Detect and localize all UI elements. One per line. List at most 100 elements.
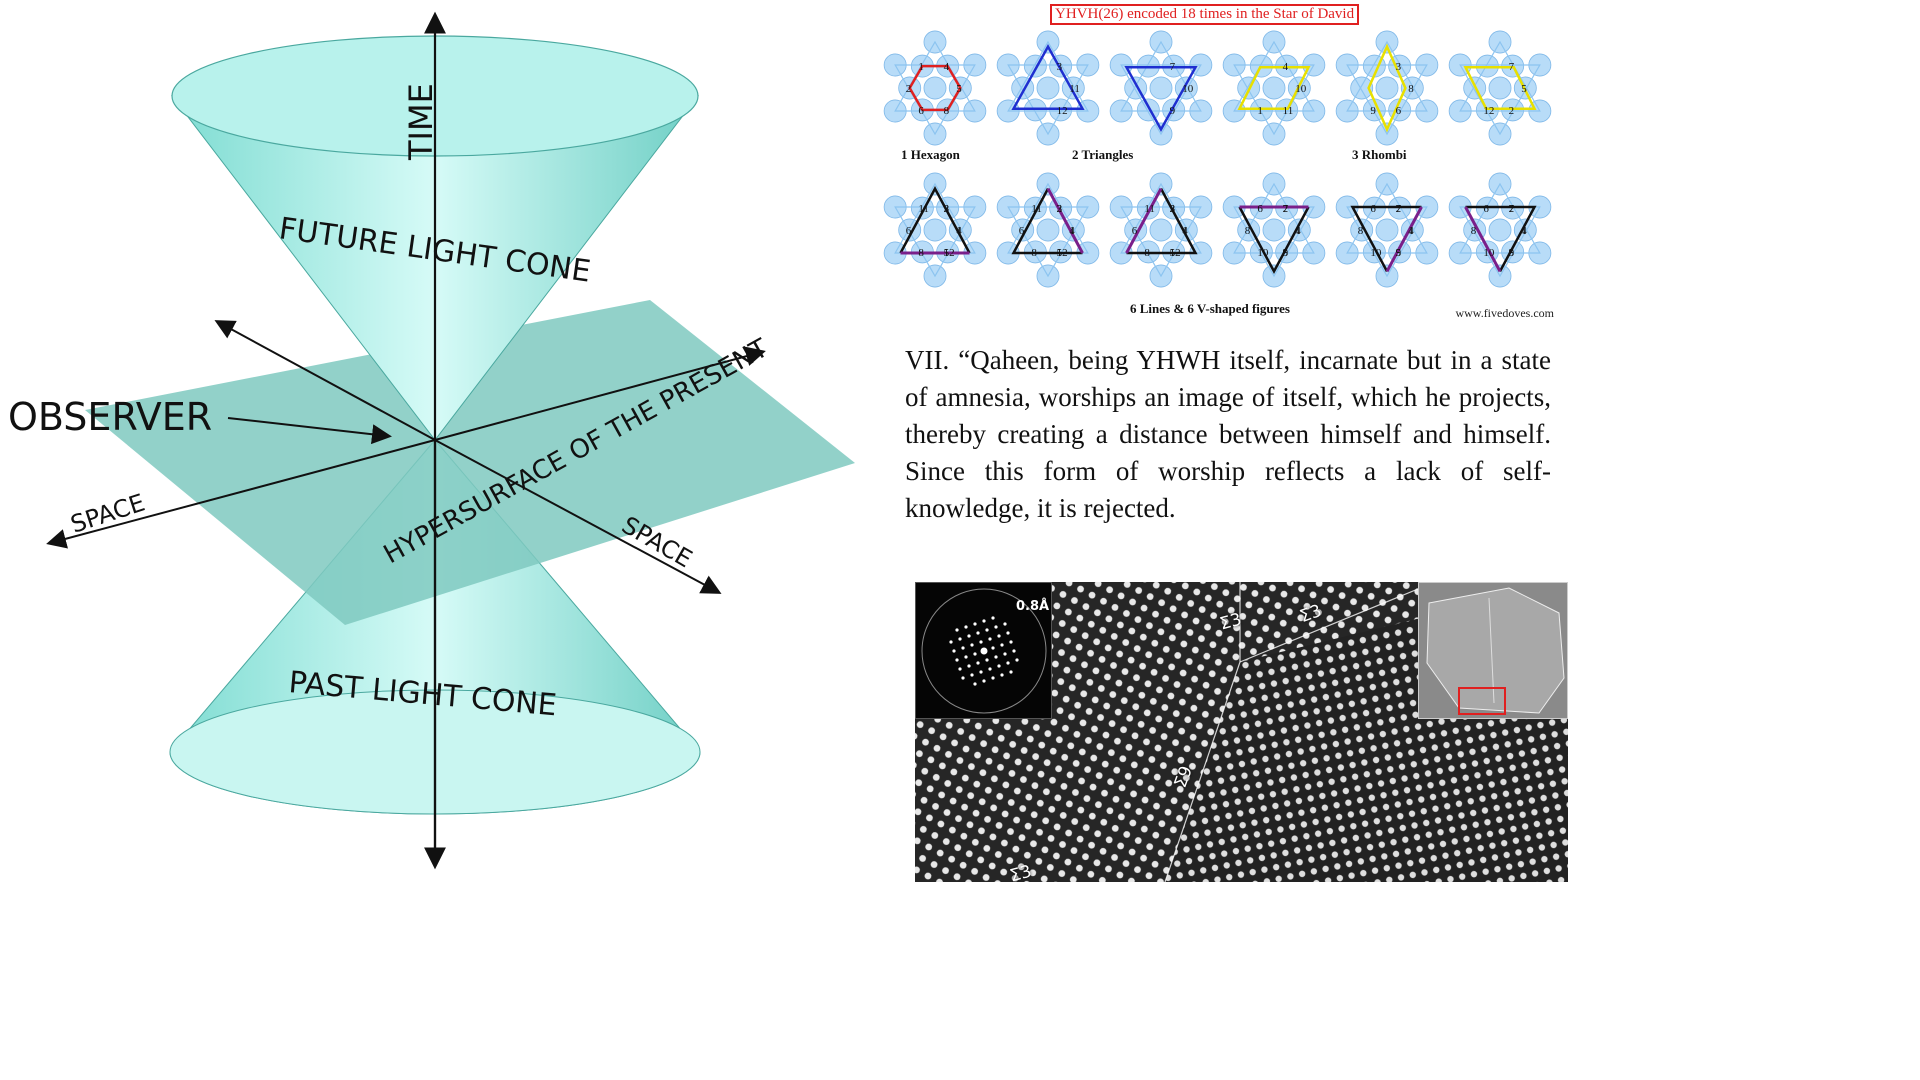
figure-number: 8 <box>1408 83 1414 95</box>
figure-number: 1 <box>1257 105 1263 117</box>
figure-number: 4 <box>1295 225 1301 237</box>
figure-number: 4 <box>1182 225 1188 237</box>
figure-number: 4 <box>944 61 950 73</box>
figure-number: 10 <box>1257 247 1269 259</box>
figure-number: 3 <box>1057 203 1063 215</box>
row1-figure-1: 458 621 <box>883 30 987 146</box>
figure-number: 9 <box>1170 105 1176 117</box>
figure-number: 10 <box>1483 247 1495 259</box>
figure-number: 9 <box>1283 247 1289 259</box>
figure-number: 5 <box>1283 247 1289 259</box>
figure-number: 1 <box>1182 225 1188 237</box>
figure-number: 12 <box>1057 105 1068 117</box>
figure-number: 10 <box>1182 83 1194 95</box>
figure-number: 3 <box>1396 61 1402 73</box>
figure-number: 1 <box>1521 225 1527 237</box>
observer-label: OBSERVER <box>8 395 212 439</box>
figure-number: 9 <box>1509 247 1515 259</box>
figure-number: 2 <box>1396 203 1402 215</box>
figure-number: 12 <box>944 247 955 259</box>
row1-figure-3: 7 10 9 <box>1109 30 1213 146</box>
figure-number: 8 <box>1245 225 1251 237</box>
figure-number: 2 <box>906 83 912 95</box>
figure-number: 12 <box>1483 105 1494 117</box>
figure-number: 8 <box>1358 225 1364 237</box>
figure-number: 8 <box>1471 225 1477 237</box>
figure-number: 5 <box>1057 247 1063 259</box>
figure-number: 7 <box>1170 61 1176 73</box>
figure-number: 11 <box>1283 105 1294 117</box>
credit-text: www.fivedoves.com <box>1455 306 1554 320</box>
figure-number: 2 <box>1170 203 1176 215</box>
figure-number: 7 <box>1509 61 1515 73</box>
figure-number: 3 <box>1170 203 1176 215</box>
overview-inset <box>1418 582 1568 719</box>
fft-label: 0.8Å <box>1016 599 1050 614</box>
figure-number: 4 <box>1069 225 1075 237</box>
figure-number: 7 <box>1509 203 1515 215</box>
figure-number: 9 <box>1370 105 1376 117</box>
figure-number: 8 <box>1144 247 1150 259</box>
time-label: TIME <box>402 83 440 161</box>
caption-triangles: 2 Triangles <box>1072 147 1134 162</box>
figure-number: 10 <box>1295 83 1307 95</box>
figure-number: 9 <box>1396 247 1402 259</box>
hypersurface-plane <box>85 300 855 625</box>
figure-number: 4 <box>956 225 962 237</box>
space-axis-1 <box>46 439 436 549</box>
figure-number: 5 <box>1170 247 1176 259</box>
figure-number: 2 <box>1283 203 1289 215</box>
figure-number: 12 <box>1057 247 1068 259</box>
figure-number: 11 <box>1069 83 1080 95</box>
figure-number: 7 <box>1283 203 1289 215</box>
figure-number: 12 <box>1170 247 1181 259</box>
figure-number: 4 <box>1521 225 1527 237</box>
figure-number: 6 <box>1019 225 1025 237</box>
space-label-left: SPACE <box>67 489 148 539</box>
figure-number: 11 <box>1144 203 1155 215</box>
figure-number: 5 <box>1521 83 1527 95</box>
observer-arrow <box>227 417 392 445</box>
figure-number: 8 <box>944 105 950 117</box>
figure-number: 6 <box>1483 203 1489 215</box>
figure-number: 2 <box>944 203 950 215</box>
star-panel-title: YHVH(26) encoded 18 times in the Star of… <box>1050 4 1360 25</box>
figure-number: 6 <box>1370 203 1376 215</box>
figure-number: 11 <box>918 203 929 215</box>
row2-figure-6: 745 10 86 219 <box>1448 172 1552 288</box>
star-of-david-panel: YHVH(26) encoded 18 times in the Star of… <box>880 0 1568 330</box>
figure-number: 5 <box>1509 247 1515 259</box>
figure-number: 8 <box>918 247 924 259</box>
figure-number: 5 <box>956 83 962 95</box>
figure-number: 2 <box>1509 203 1515 215</box>
figure-number: 1 <box>1069 225 1075 237</box>
figure-number: 5 <box>1396 247 1402 259</box>
figure-number: 1 <box>1295 225 1301 237</box>
figure-number: 6 <box>918 105 924 117</box>
space-axis-2 <box>214 320 436 441</box>
caption-rhombi: 3 Rhombi <box>1352 147 1407 162</box>
caption-hexagon: 1 Hexagon <box>901 147 960 162</box>
figure-number: 10 <box>1370 247 1382 259</box>
fft-inset: 0.8Å <box>915 582 1052 719</box>
figure-number: 2 <box>1057 203 1063 215</box>
figure-number: 3 <box>1057 61 1063 73</box>
row2-figure-5: 745 10 86 219 <box>1335 172 1439 288</box>
figure-number: 1 <box>918 61 924 73</box>
figure-number: 6 <box>1132 225 1138 237</box>
region-marker <box>1458 687 1506 715</box>
light-cone-diagram: TIME FUTURE LIGHT CONE PAST LIGHT CONE O… <box>8 11 855 870</box>
figure-number: 4 <box>1408 225 1414 237</box>
figure-number: 6 <box>1396 105 1402 117</box>
figure-number: 1 <box>1408 225 1414 237</box>
caption-lines: 6 Lines & 6 V-shaped figures <box>1130 301 1290 316</box>
figure-number: 11 <box>1031 203 1042 215</box>
figure-number: 7 <box>1396 203 1402 215</box>
tem-lattice-image: 0.8Å Σ3 Σ3 Σ9 Σ3 <box>915 582 1568 882</box>
